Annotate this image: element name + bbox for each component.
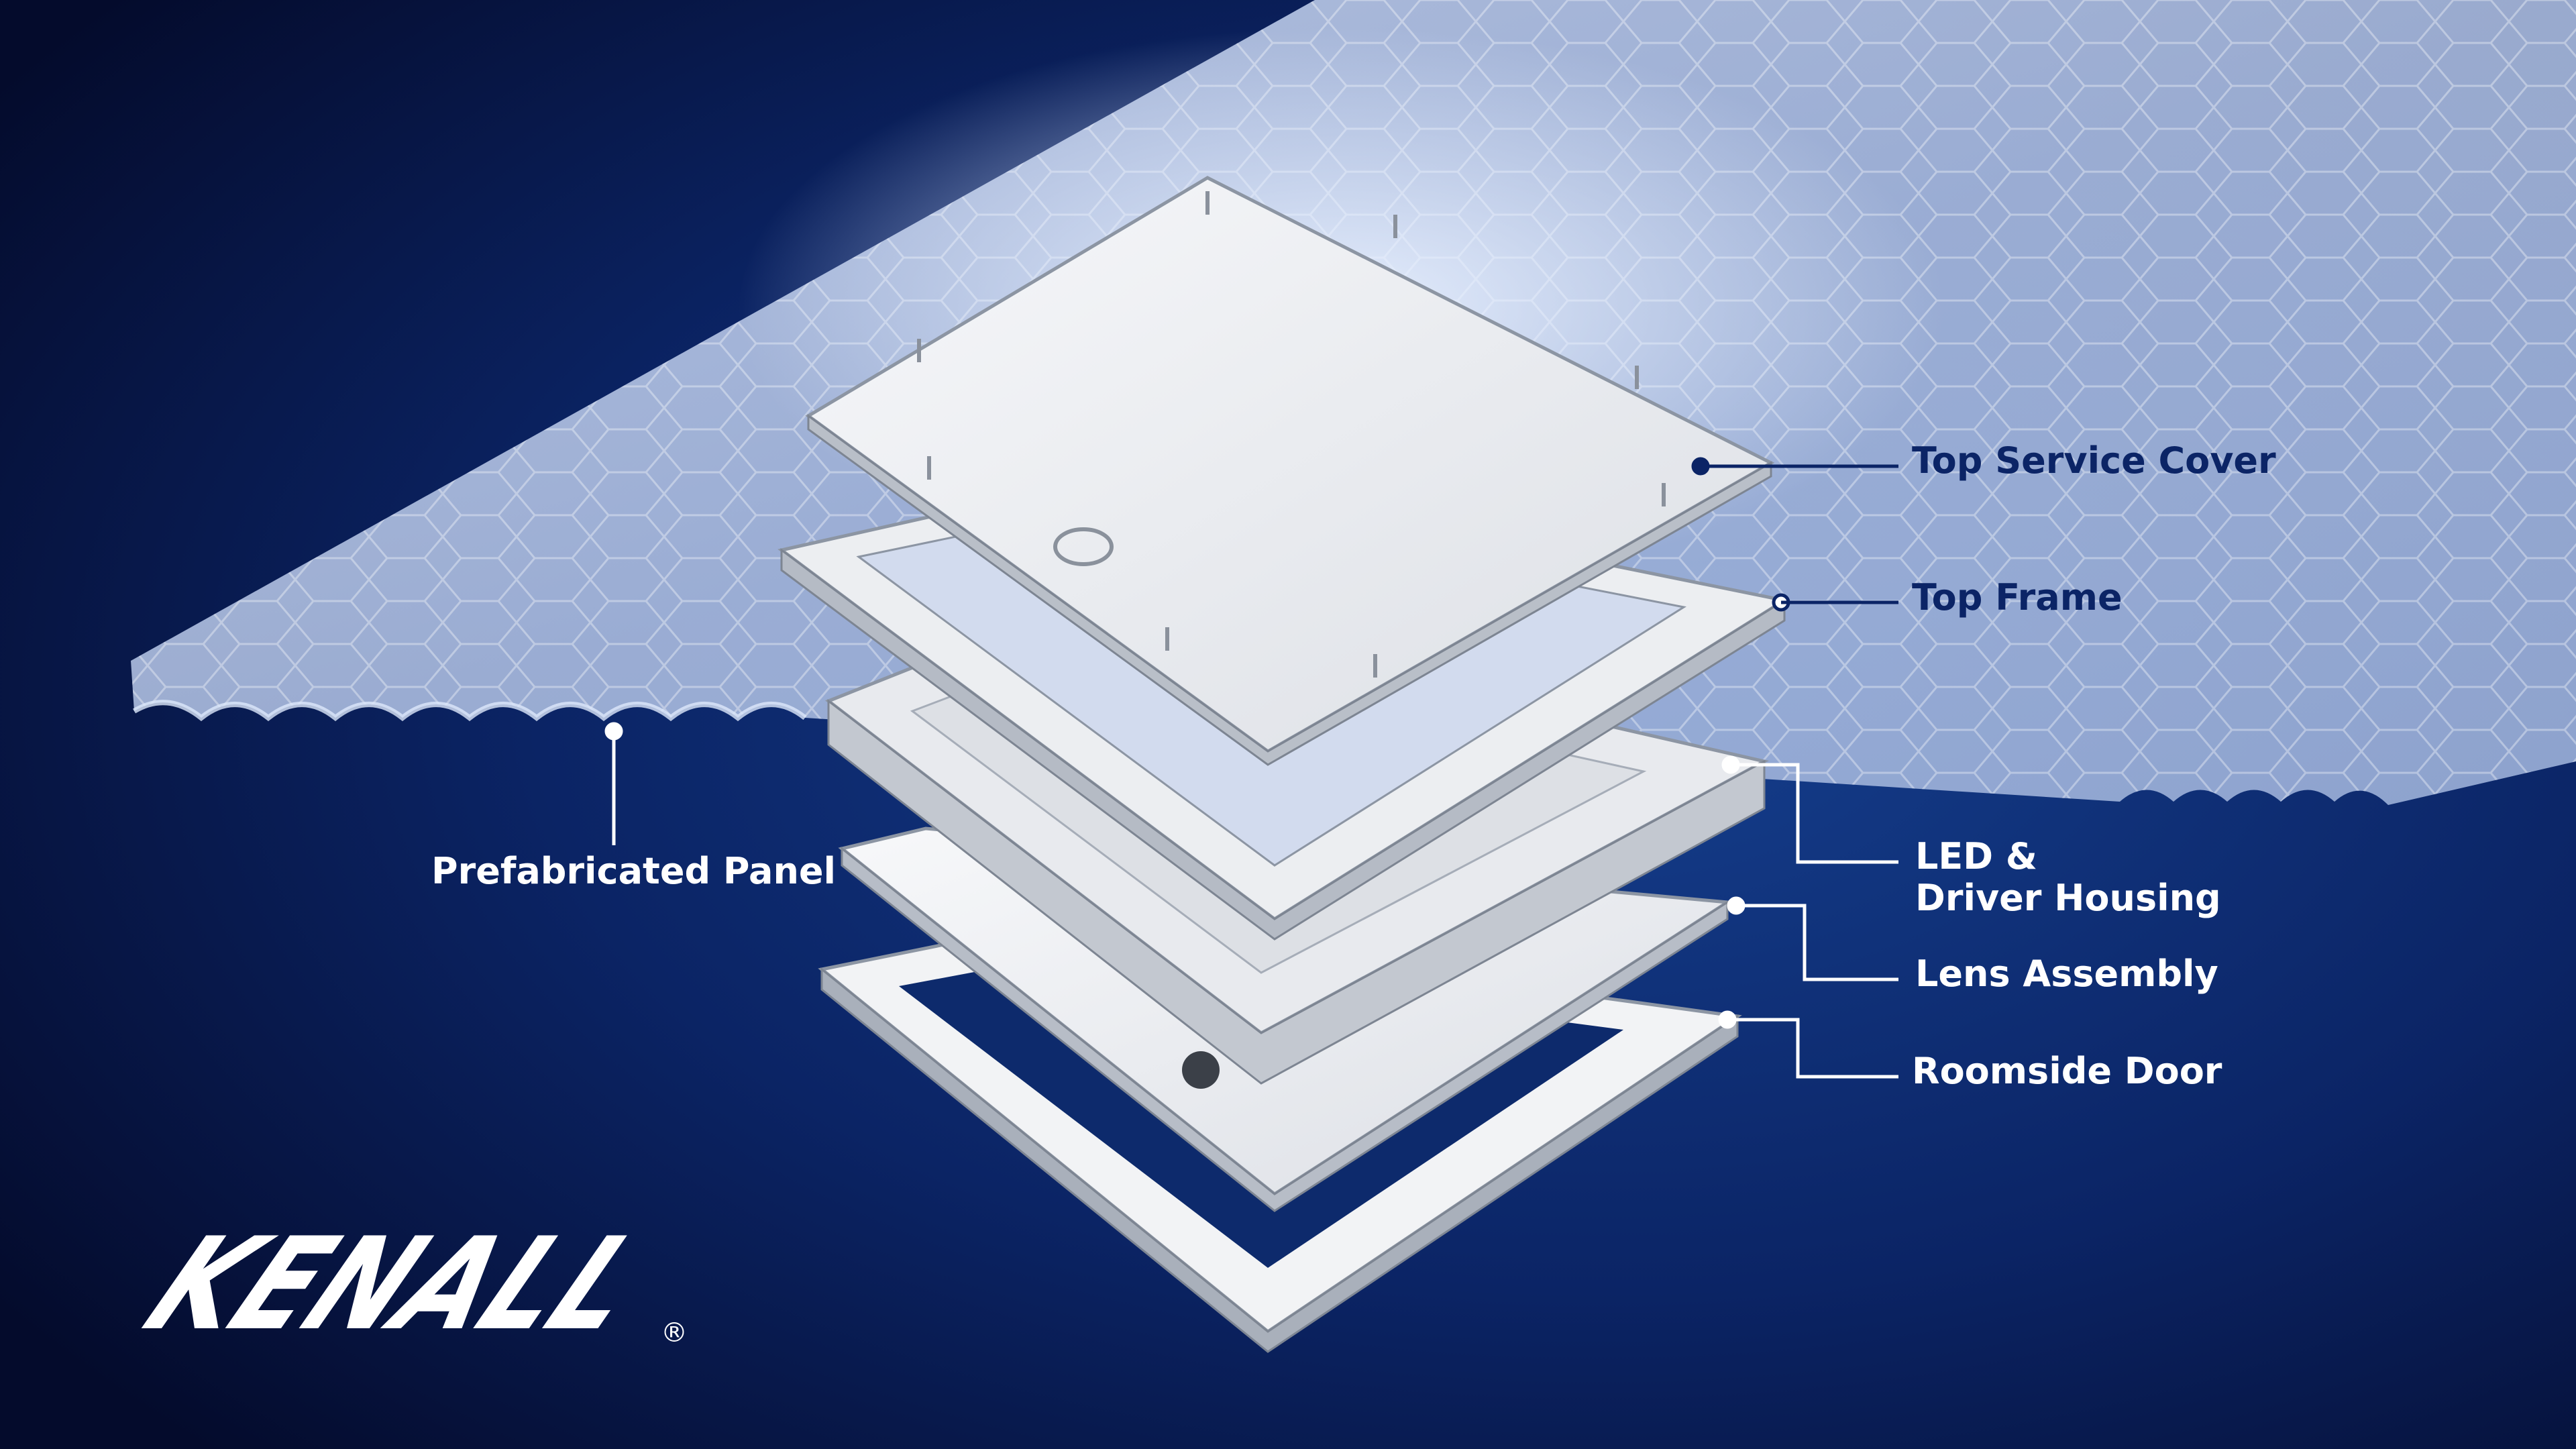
- registered-mark: ®: [661, 1318, 688, 1345]
- leader-lines: [604, 457, 1898, 1079]
- leader-led-driver-housing: [1731, 763, 1898, 864]
- label-roomside-door: Roomside Door: [1912, 1050, 2222, 1092]
- label-prefabricated-panel: Prefabricated Panel: [431, 850, 837, 892]
- leader-lens-assembly: [1736, 904, 1898, 981]
- label-top-service-cover: Top Service Cover: [1912, 439, 2276, 482]
- label-lens-assembly: Lens Assembly: [1915, 953, 2218, 995]
- kenall-logo: KENALL ®: [127, 1218, 688, 1345]
- label-top-frame: Top Frame: [1912, 576, 2123, 619]
- kenall-logo-wordmark: KENALL: [127, 1218, 672, 1345]
- label-led-driver-housing: LED & Driver Housing: [1915, 835, 2221, 919]
- top-service-cover: [805, 176, 1775, 766]
- leader-roomside-door: [1727, 1018, 1898, 1079]
